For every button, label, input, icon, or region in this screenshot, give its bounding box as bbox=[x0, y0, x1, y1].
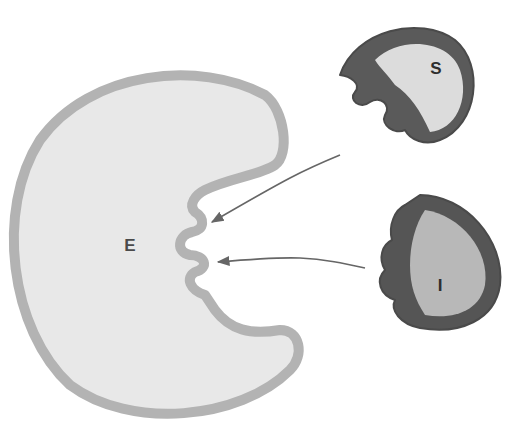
shape-part bbox=[375, 44, 463, 132]
enzyme-shape: E bbox=[0, 60, 320, 428]
enzyme-shape-outline bbox=[0, 60, 320, 428]
inhibitor-shape-outline bbox=[365, 185, 510, 340]
shape-part bbox=[14, 75, 299, 413]
shape-label: E bbox=[124, 237, 135, 254]
substrate-shape: S bbox=[325, 10, 490, 155]
arrow-connector bbox=[218, 258, 365, 268]
shape-part bbox=[340, 28, 474, 142]
shape-label: I bbox=[438, 277, 443, 294]
inhibitor-shape: I bbox=[365, 185, 510, 340]
shape-part bbox=[380, 195, 501, 330]
shape-part bbox=[410, 210, 486, 316]
substrate-shape-outline bbox=[325, 10, 490, 155]
shape-label: S bbox=[430, 60, 441, 77]
